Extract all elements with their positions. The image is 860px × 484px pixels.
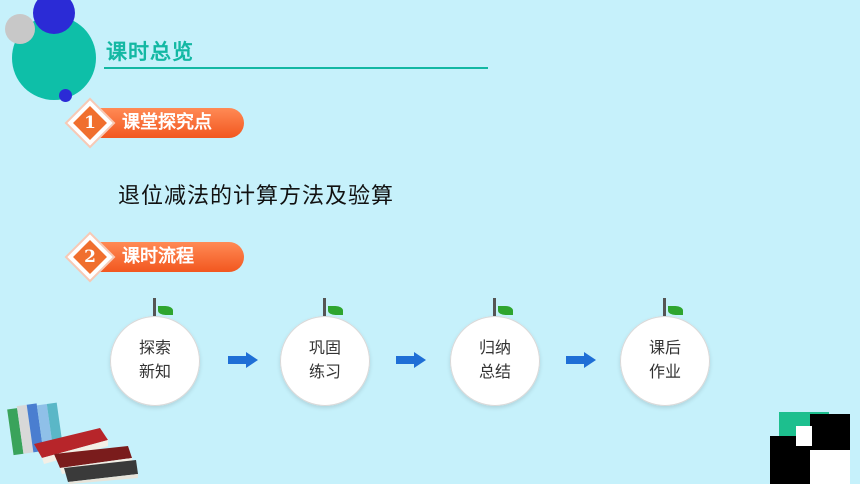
section-1-number-diamond: 1 [67,100,113,146]
flow-step-label: 探索 新知 [138,338,171,381]
section-1-badge: 课堂探究点 [92,108,244,138]
step-3-stem [493,298,496,318]
decorative-circle-navy [33,0,75,34]
flow-step-homework[interactable]: 课后 作业 [620,316,710,406]
section-2-badge: 课时流程 [92,242,244,272]
section-2-label: 课时流程 [122,246,194,267]
flow-step-label: 课后 作业 [648,338,681,381]
step-1-stem [153,298,156,318]
section-1-content: 退位减法的计算方法及验算 [118,184,395,209]
right-arrow-icon [566,352,596,368]
step-4-stem [663,298,666,318]
right-arrow-icon [396,352,426,368]
page-title: 课时总览 [106,40,194,64]
title-underline [104,67,488,69]
decorative-square-white [796,426,812,446]
flow-step-label: 巩固 练习 [308,338,341,381]
section-1-label: 课堂探究点 [122,112,212,133]
flow-step-label: 归纳 总结 [478,338,511,381]
right-arrow-icon [228,352,258,368]
books-icon [7,402,138,484]
step-2-leaf-icon [328,306,343,315]
flow-step-summary[interactable]: 归纳 总结 [450,316,540,406]
decorative-square-white [810,450,850,484]
section-1-number: 1 [84,113,96,133]
section-2-number: 2 [84,247,96,267]
flow-step-practice[interactable]: 巩固 练习 [280,316,370,406]
flow-step-explore[interactable]: 探索 新知 [110,316,200,406]
section-2-number-diamond: 2 [67,234,113,280]
step-4-leaf-icon [668,306,683,315]
decorative-circle-grey [5,14,35,44]
decorative-dot [59,89,72,102]
step-2-stem [323,298,326,318]
decorative-square-black [810,414,850,450]
step-3-leaf-icon [498,306,513,315]
step-1-leaf-icon [158,306,173,315]
